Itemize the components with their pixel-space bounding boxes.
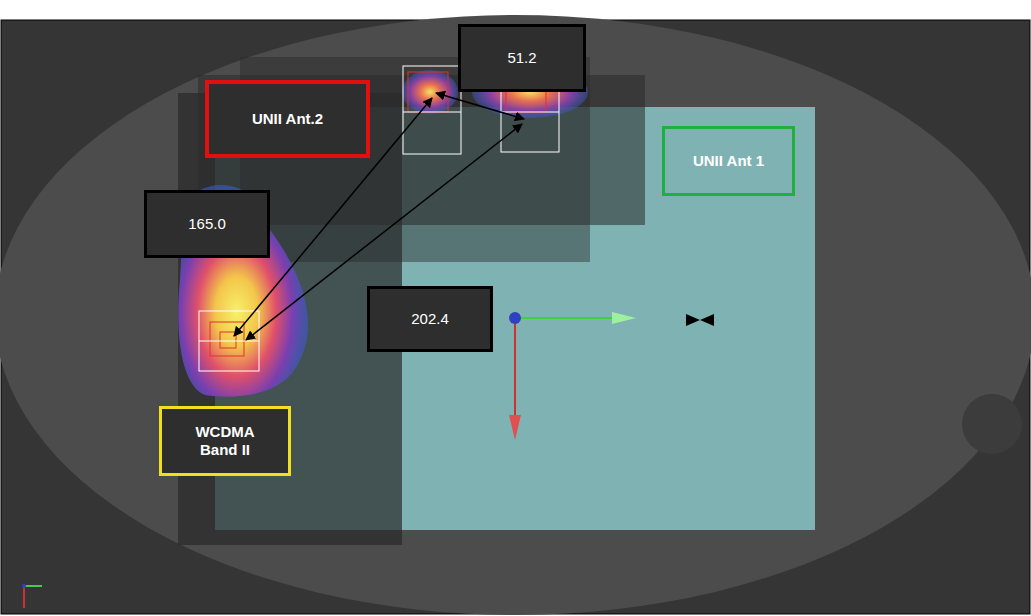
antenna-label: UNII Ant.2 xyxy=(205,80,370,158)
label-text: UNII Ant.2 xyxy=(252,110,323,128)
bowtie-symbol xyxy=(686,314,714,326)
axis-triad xyxy=(22,584,42,608)
label-text: 51.2 xyxy=(507,49,536,67)
phantom-marker xyxy=(962,394,1022,454)
value-callout: 51.2 xyxy=(458,24,586,92)
value-callout: 202.4 xyxy=(367,286,493,352)
label-text: UNII Ant 1 xyxy=(693,152,764,170)
hotspot xyxy=(402,70,458,114)
label-text: 165.0 xyxy=(188,215,226,233)
label-text: 202.4 xyxy=(411,310,449,328)
phantom-outline xyxy=(0,15,1031,615)
antenna-label: WCDMA Band II xyxy=(159,406,291,476)
coordinate-axes xyxy=(509,312,636,440)
antenna-label: UNII Ant 1 xyxy=(662,126,795,196)
value-callout: 165.0 xyxy=(144,190,270,258)
label-text: WCDMA Band II xyxy=(180,423,270,459)
